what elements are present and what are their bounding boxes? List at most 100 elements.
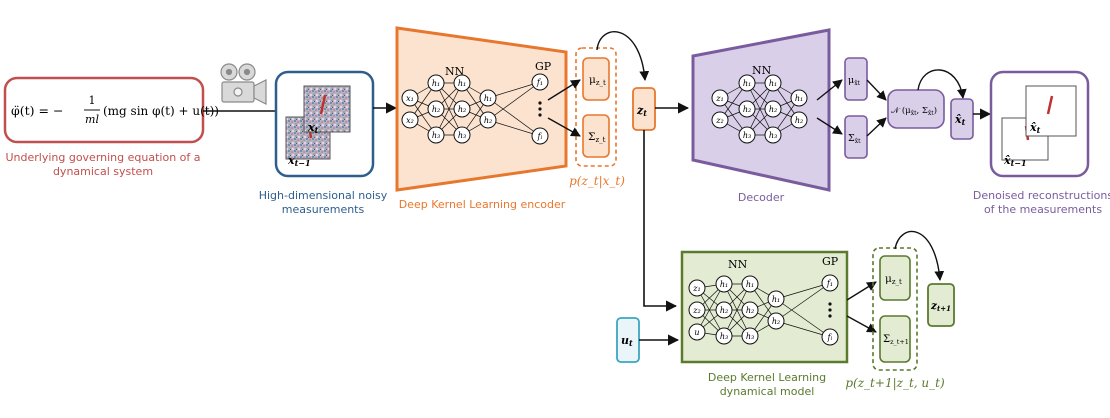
- equation-frac-num: 1: [89, 94, 96, 107]
- network-node-label: h₂: [432, 105, 440, 114]
- network-node-label: h₃: [720, 332, 728, 341]
- znext-box: zt+1: [927, 283, 955, 327]
- decoder-nn-label: NN: [752, 64, 772, 77]
- network-node: [427, 100, 445, 118]
- network-node-label: fₗ: [537, 132, 543, 141]
- network-node: [790, 111, 808, 129]
- network-node: [453, 100, 471, 118]
- network-node-label: f₁: [536, 78, 543, 87]
- network-node-label: z₁: [692, 284, 700, 293]
- arrow-dist-to-znext: [894, 231, 945, 281]
- network-node-label: u: [694, 328, 699, 337]
- network-node-label: x₁: [406, 94, 414, 103]
- network-node-label: h₃: [746, 332, 754, 341]
- network-node: [453, 74, 471, 92]
- ellipsis-dot: [538, 113, 542, 117]
- latent-dist-caption: p(z_t|x_t): [569, 174, 625, 188]
- network-node: [401, 111, 419, 129]
- network-node-label: h₃: [743, 131, 751, 140]
- network-node: [715, 327, 733, 345]
- dynamics-gp-label: GP: [822, 255, 839, 268]
- network-node-label: h₁: [769, 79, 777, 88]
- encoder-gp-label: GP: [535, 60, 552, 73]
- network-node: [427, 74, 445, 92]
- recon-caption-line2: of the measurements: [984, 203, 1102, 216]
- network-node-label: h₂: [746, 306, 754, 315]
- zt-label: zt: [636, 104, 647, 118]
- network-node: [688, 301, 706, 319]
- recon-label-front: x̂t: [1029, 121, 1041, 135]
- decoder-sigma-label: Σx̂t: [848, 133, 861, 145]
- network-node-label: h₂: [772, 317, 780, 326]
- equation-frac-den: ml: [85, 113, 99, 126]
- xhat-label: x̂t: [954, 113, 966, 127]
- network-edge: [775, 320, 831, 338]
- network-node: [738, 74, 756, 92]
- network-node: [767, 312, 785, 330]
- network-edge: [487, 81, 541, 99]
- arrow-dist-to-zt: [596, 31, 650, 81]
- network-node-label: x₂: [406, 116, 414, 125]
- network-node: [688, 323, 706, 341]
- ellipsis-dot: [538, 107, 542, 111]
- equation-box: φ̈(t) = − 1 ml (mg sin φ(t) + u(t)): [3, 76, 219, 144]
- network-edge: [775, 282, 831, 300]
- normal-dist-label: 𝒩 (μx̂t, Σx̂t): [891, 105, 937, 117]
- network-node-label: h₁: [743, 79, 751, 88]
- zt-box: zt: [632, 87, 656, 131]
- network-node-label: h₃: [432, 131, 440, 140]
- network-node: [790, 89, 808, 107]
- next-mu-label: μz_t: [885, 273, 902, 286]
- equation-lhs: φ̈(t) = −: [11, 103, 63, 118]
- equation-caption-line1: Underlying governing equation of a: [5, 151, 200, 164]
- network-node: [711, 111, 729, 129]
- network-node-label: h₂: [795, 116, 803, 125]
- recon-caption-line1: Denoised reconstructions: [973, 189, 1110, 202]
- next-mu-box: [879, 255, 911, 301]
- arrow-dec-to-mu: [816, 79, 843, 101]
- camera-icon: [220, 63, 267, 105]
- network-node: [741, 275, 759, 293]
- measurements-box: xt xt−1: [274, 70, 375, 178]
- next-sigma-label: Σz_t+1: [883, 334, 909, 346]
- equation-rhs: (mg sin φ(t) + u(t)): [103, 104, 219, 118]
- network-node: [764, 126, 782, 144]
- ellipsis-dot: [828, 302, 832, 306]
- decoder-caption: Decoder: [738, 191, 785, 204]
- znext-label: zt+1: [930, 300, 951, 313]
- network-node-label: h₁: [432, 79, 440, 88]
- network-node: [738, 100, 756, 118]
- dynamics-caption-line1: Deep Kernel Learning: [708, 371, 826, 384]
- network-edge: [487, 81, 541, 121]
- next-distribution-group: μz_t Σz_t+1: [872, 247, 918, 371]
- network-node-label: z₁: [715, 94, 723, 103]
- network-node-label: h₃: [458, 131, 466, 140]
- control-box: ut: [616, 317, 640, 363]
- recon-label-back: x̂t−1: [1003, 154, 1027, 168]
- network-node-label: fₗ: [827, 333, 833, 342]
- network-edge: [775, 298, 831, 338]
- network-node-label: h₁: [795, 94, 803, 103]
- network-node: [711, 89, 729, 107]
- network-edge: [723, 283, 751, 337]
- network-edge: [487, 97, 541, 137]
- arrow-dyn-to-sigma: [846, 315, 877, 333]
- measurements-caption-line2: measurements: [282, 203, 365, 216]
- ellipsis-dot: [828, 308, 832, 312]
- network-node: [741, 327, 759, 345]
- network-node: [767, 290, 785, 308]
- network-node: [479, 89, 497, 107]
- network-node-label: h₂: [743, 105, 751, 114]
- equation-caption-line2: dynamical system: [53, 165, 153, 178]
- dynamics-caption-line2: dynamical model: [720, 385, 815, 398]
- network-node-label: h₁: [772, 295, 780, 304]
- measurement-label-back: xt−1: [287, 154, 311, 168]
- network-node-label: h₂: [720, 306, 728, 315]
- network-node-label: f₁: [826, 279, 833, 288]
- network-edge: [435, 82, 463, 136]
- latent-mu-box: [582, 57, 610, 101]
